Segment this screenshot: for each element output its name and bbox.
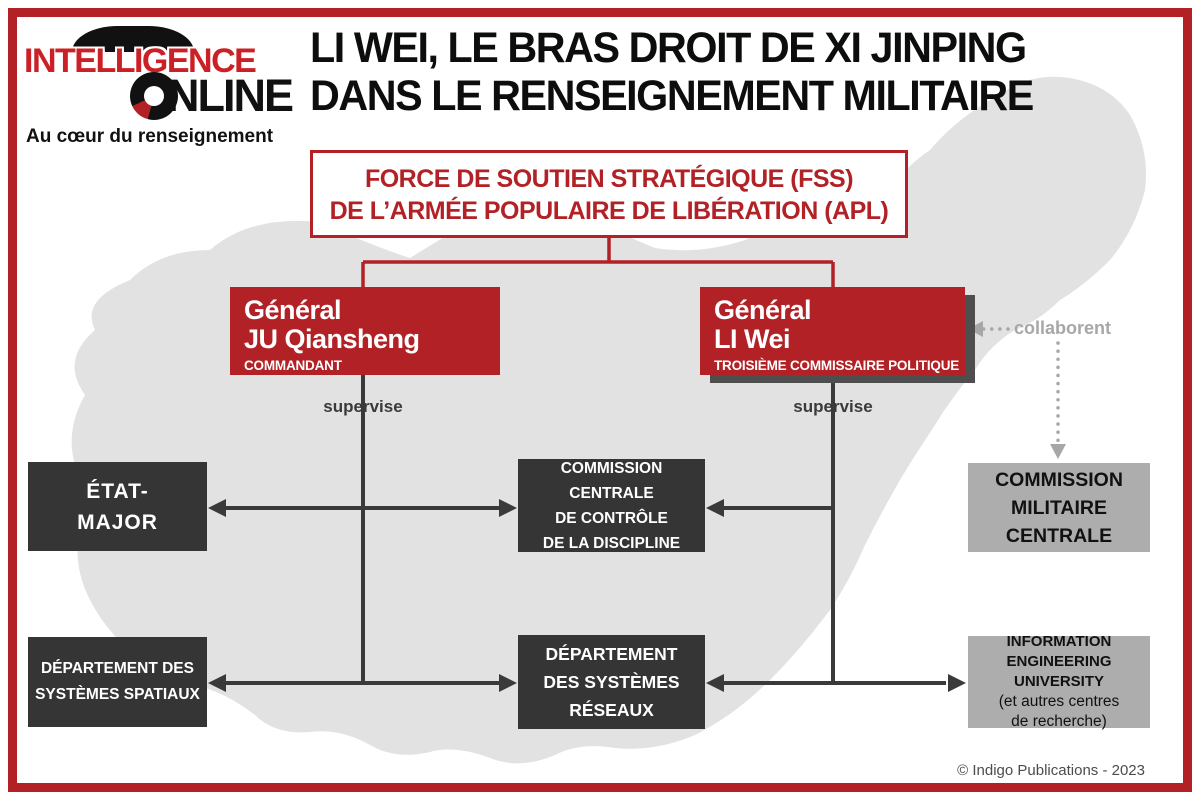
logo-o-swirl-icon xyxy=(130,72,178,120)
ieu-line4: de recherche) xyxy=(1011,713,1107,730)
ieu-line1: INFORMATION xyxy=(1006,633,1112,650)
ccd-line1: COMMISSION CENTRALE xyxy=(560,459,663,502)
fss-root-box: FORCE DE SOUTIEN STRATÉGIQUE (FSS) DE L’… xyxy=(310,150,908,238)
li-rank: Général xyxy=(714,295,812,325)
commission-militaire-centrale-box: COMMISSION MILITAIRE CENTRALE xyxy=(968,463,1150,552)
dss-dsr-double-arrow xyxy=(208,674,517,692)
dss-line1: DÉPARTEMENT DES xyxy=(40,660,194,677)
logo-o-hole xyxy=(144,86,164,106)
cmc-line3: CENTRALE xyxy=(1005,524,1113,547)
ju-name: JU Qiansheng xyxy=(244,324,420,354)
dss-line2: SYSTÈMES SPATIAUX xyxy=(35,686,200,703)
dsr-line1: DÉPARTEMENT xyxy=(545,644,678,664)
dsr-ieu-double-arrow xyxy=(706,674,966,692)
ju-qiansheng-box: Général JU Qiansheng COMMANDANT xyxy=(230,287,500,375)
etat-major-line2: MAJOR xyxy=(77,510,158,534)
cmc-line2: MILITAIRE xyxy=(1010,496,1108,519)
etat-major-ccd-double-arrow xyxy=(208,499,517,517)
ccd-line2: DE CONTRÔLE xyxy=(555,509,668,527)
li-name: LI Wei xyxy=(714,324,791,354)
dsr-line2: DES SYSTÈMES xyxy=(543,672,680,692)
etat-major-line1: ÉTAT- xyxy=(86,479,149,503)
title-line1: LI WEI, LE BRAS DROIT DE XI JINPING xyxy=(310,24,1027,72)
logo-tagline: Au cœur du renseignement xyxy=(26,126,274,147)
fss-line1: FORCE DE SOUTIEN STRATÉGIQUE (FSS) xyxy=(364,165,854,193)
collaborent-dotted-arrow xyxy=(968,321,1066,459)
cmc-line1: COMMISSION xyxy=(995,468,1123,491)
ieu-line2: ENGINEERING UNIVERSITY xyxy=(1006,653,1112,690)
copyright-text: © Indigo Publications - 2023 xyxy=(957,762,1145,779)
systemes-reseaux-box: DÉPARTEMENT DES SYSTÈMES RÉSEAUX xyxy=(518,635,705,729)
liwei-ccd-arrow xyxy=(706,499,833,517)
systemes-spatiaux-box: DÉPARTEMENT DES SYSTÈMES SPATIAUX xyxy=(28,637,207,727)
logo-arc-icon xyxy=(72,26,194,52)
page-title: LI WEI, LE BRAS DROIT DE XI JINPING DANS… xyxy=(310,24,1034,120)
supervise-label-right: supervise xyxy=(793,397,873,416)
ju-role: COMMANDANT xyxy=(244,358,342,373)
supervise-label-left: supervise xyxy=(323,397,403,416)
fss-branch-connector xyxy=(361,237,835,288)
collaborent-label: collaborent xyxy=(1014,318,1112,338)
ieu-line3: (et autres centres xyxy=(998,693,1120,710)
li-wei-box: Général LI Wei TROISIÈME COMMISSAIRE POL… xyxy=(700,287,965,375)
ju-rank: Général xyxy=(244,295,342,325)
intelligence-online-logo: INTELLIGENCE ONLINE Au cœur du renseigne… xyxy=(24,18,294,147)
ccd-line3: DE LA DISCIPLINE xyxy=(542,534,681,552)
title-line2: DANS LE RENSEIGNEMENT MILITAIRE xyxy=(310,72,1034,120)
dsr-line3: RÉSEAUX xyxy=(569,700,654,720)
information-engineering-university-box: INFORMATION ENGINEERING UNIVERSITY (et a… xyxy=(968,633,1150,730)
logo-text-online-wrap: ONLINE xyxy=(130,70,294,122)
logo-text-intelligence: INTELLIGENCE xyxy=(24,42,257,80)
fss-line2: DE L’ARMÉE POPULAIRE DE LIBÉRATION (APL) xyxy=(329,197,889,225)
commission-discipline-box: COMMISSION CENTRALE DE CONTRÔLE DE LA DI… xyxy=(518,459,705,552)
li-role: TROISIÈME COMMISSAIRE POLITIQUE xyxy=(714,358,960,373)
etat-major-box: ÉTAT- MAJOR xyxy=(28,462,207,551)
